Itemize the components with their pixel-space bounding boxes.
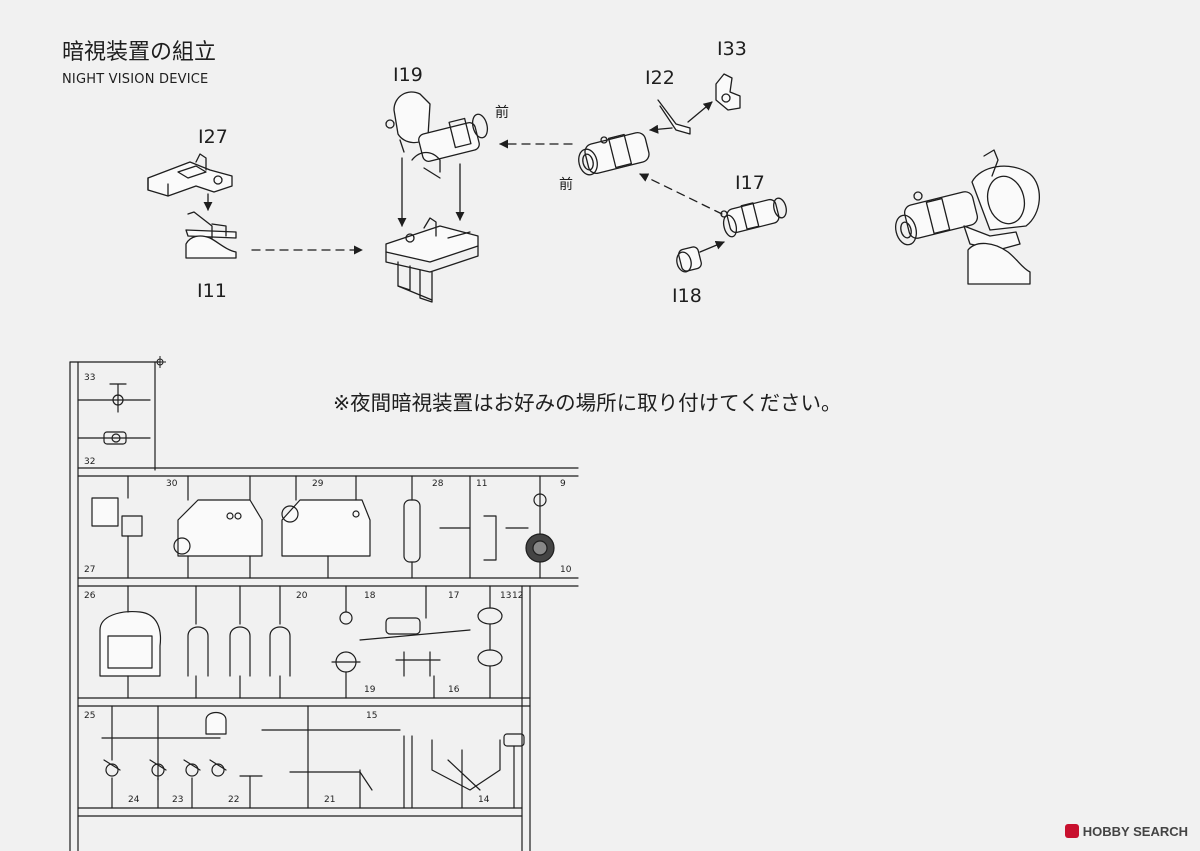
part-label-i22: I22 (645, 67, 675, 89)
part-i17-drawing (720, 197, 787, 238)
sprue-number: 20 (296, 591, 308, 601)
registration-mark (154, 356, 166, 368)
sprue-number: 18 (364, 591, 376, 601)
part-i33-drawing (715, 73, 741, 111)
sprue-number: 27 (84, 565, 96, 575)
part-label-i17: I17 (735, 172, 765, 194)
part-i19-drawing (385, 91, 489, 179)
sprue-number: 23 (172, 795, 184, 805)
title-english: NIGHT VISION DEVICE (62, 72, 209, 87)
sprue-number: 24 (128, 795, 140, 805)
sprue-number: 14 (478, 795, 490, 805)
sprue-number: 26 (84, 591, 96, 601)
part-label-i19: I19 (393, 64, 423, 86)
part-label-i18: I18 (672, 285, 702, 307)
sprue-number: 13 (500, 591, 512, 601)
placement-note: ※夜間暗視装置はお好みの場所に取り付けてください。 (333, 391, 842, 415)
sprue-number: 25 (84, 711, 96, 721)
part-label-i11: I11 (197, 280, 227, 302)
sprue-number: 9 (560, 479, 566, 489)
front-marker-i22: 前 (559, 177, 573, 193)
sprue-number: 11 (476, 479, 488, 489)
front-marker-i19: 前 (495, 105, 509, 121)
watermark-brand: HOBBY SEARCH (1082, 823, 1188, 839)
completed-assembly-drawing (894, 149, 1041, 285)
part-i27-drawing (147, 153, 233, 197)
sprue-number: 30 (166, 479, 178, 489)
title-japanese: 暗視装置の組立 (62, 40, 217, 65)
sprue-number: 21 (324, 795, 336, 805)
part-base-bracket-drawing (385, 217, 479, 303)
sprue-number: 32 (84, 457, 96, 467)
sprue-number: 22 (228, 795, 240, 805)
watermark: HOBBY SEARCH (1064, 823, 1188, 839)
part-i11-drawing (185, 211, 237, 259)
sprue-number: 33 (84, 373, 96, 383)
hobbysearch-logo-icon (1064, 824, 1079, 838)
sprue-number: 17 (448, 591, 460, 601)
sprue-number: 15 (366, 711, 378, 721)
sprue-number: 29 (312, 479, 324, 489)
sprue-number: 19 (364, 685, 376, 695)
sprue-number: 10 (560, 565, 572, 575)
part-i22-drawing (578, 131, 650, 176)
sprue-tree (69, 361, 579, 851)
part-label-i27: I27 (198, 126, 228, 148)
part-i18-drawing (676, 246, 702, 273)
sprue-number: 12 (512, 591, 524, 601)
part-label-i33: I33 (717, 38, 747, 60)
sprue-number: 28 (432, 479, 444, 489)
sprue-number: 16 (448, 685, 460, 695)
